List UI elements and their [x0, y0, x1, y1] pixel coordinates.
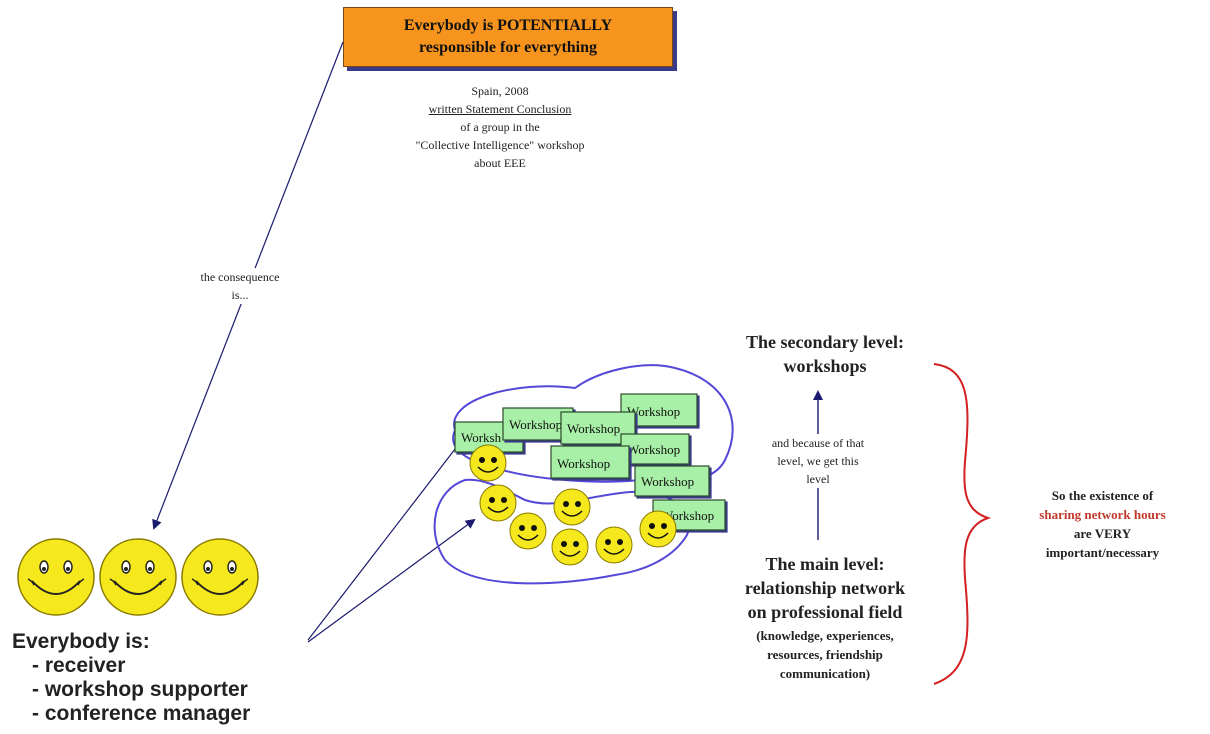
because-line-2: level, we get this: [777, 454, 859, 468]
conclusion-block: So the existence of sharing network hour…: [1000, 486, 1205, 562]
consequence-line-1: the consequence: [200, 270, 280, 284]
because-note: and because of that level, we get this l…: [745, 434, 891, 488]
network-smiley-3: [553, 488, 591, 526]
secondary-level-line-2: workshops: [783, 356, 867, 376]
main-level-line-1: The main level:: [765, 554, 885, 574]
because-line-3: level: [806, 472, 830, 486]
workshop-label-3: Workshop: [627, 404, 680, 419]
conclusion-highlight: sharing network hours: [1039, 507, 1166, 522]
consequence-label: the consequence is...: [180, 268, 300, 304]
network-smiley-6: [595, 526, 633, 564]
source-note: Spain, 2008 written Statement Conclusion…: [360, 82, 640, 172]
workshop-box-6: Workshop: [550, 445, 630, 479]
roles-to-main-arrow: [307, 518, 476, 643]
main-level-detail-2: resources, friendship: [767, 647, 883, 662]
conclusion-line-4: important/necessary: [1045, 545, 1160, 560]
main-level-detail-1: (knowledge, experiences,: [756, 628, 894, 643]
title-line-1: Everybody is POTENTIALLY: [403, 17, 613, 34]
network-smiley-1: [469, 444, 507, 482]
red-curly-brace: [933, 363, 992, 685]
network-smiley-7: [639, 510, 677, 548]
source-note-line-2: written Statement Conclusion: [428, 102, 572, 116]
secondary-level-heading: The secondary level: workshops: [700, 330, 950, 378]
workshop-box-7: Workshop: [634, 465, 710, 497]
workshop-label-1: Worksh: [461, 430, 502, 445]
main-level-line-3: on professional field: [747, 602, 903, 622]
title-line-2: responsible for everything: [418, 39, 598, 56]
role-workshop-supporter: - workshop supporter: [32, 678, 248, 701]
workshop-box-5: Workshop: [620, 433, 690, 465]
smiley-face-3: [181, 538, 259, 616]
secondary-level-line-1: The secondary level:: [746, 332, 904, 352]
source-note-line-1: Spain, 2008: [471, 84, 529, 98]
source-note-line-4: "Collective Intelligence" workshop: [415, 138, 585, 152]
network-loop: [433, 478, 690, 585]
network-smiley-2: [479, 484, 517, 522]
role-conference-manager: - conference manager: [32, 702, 251, 725]
workshop-label-7: Workshop: [641, 474, 694, 489]
main-level-line-2: relationship network: [744, 578, 906, 598]
roles-title: Everybody is:: [12, 630, 150, 653]
people-smileys: [17, 538, 259, 616]
main-level-details: (knowledge, experiences, resources, frie…: [700, 626, 950, 683]
main-level-detail-3: communication): [779, 666, 871, 681]
network-smiley-4: [509, 512, 547, 550]
source-note-line-3: of a group in the: [460, 120, 540, 134]
conclusion-line-3: are VERY: [1073, 526, 1132, 541]
workshop-label-4: Workshop: [567, 421, 620, 436]
conclusion-line-1: So the existence of: [1051, 488, 1154, 503]
because-line-1: and because of that: [771, 436, 865, 450]
source-note-line-5: about EEE: [474, 156, 526, 170]
roles-to-secondary-arrow: [307, 438, 464, 641]
title-box: Everybody is POTENTIALLY responsible for…: [343, 7, 673, 67]
consequence-line-2: is...: [231, 288, 249, 302]
workshop-label-6: Workshop: [557, 456, 610, 471]
workshop-label-5: Workshop: [627, 442, 680, 457]
network-smiley-5: [551, 528, 589, 566]
smiley-face-2: [99, 538, 177, 616]
workshops-loop: [452, 364, 734, 483]
main-level-heading: The main level: relationship network on …: [700, 552, 950, 624]
role-receiver: - receiver: [32, 654, 126, 677]
workshop-label-2: Workshop: [509, 417, 562, 432]
network-cluster: Worksh Workshop Workshop Workshop Worksh…: [433, 364, 734, 585]
workshop-label-8: Workshop: [661, 508, 714, 523]
smiley-face-1: [17, 538, 95, 616]
roles-block: Everybody is: - receiver - workshop supp…: [12, 630, 312, 726]
